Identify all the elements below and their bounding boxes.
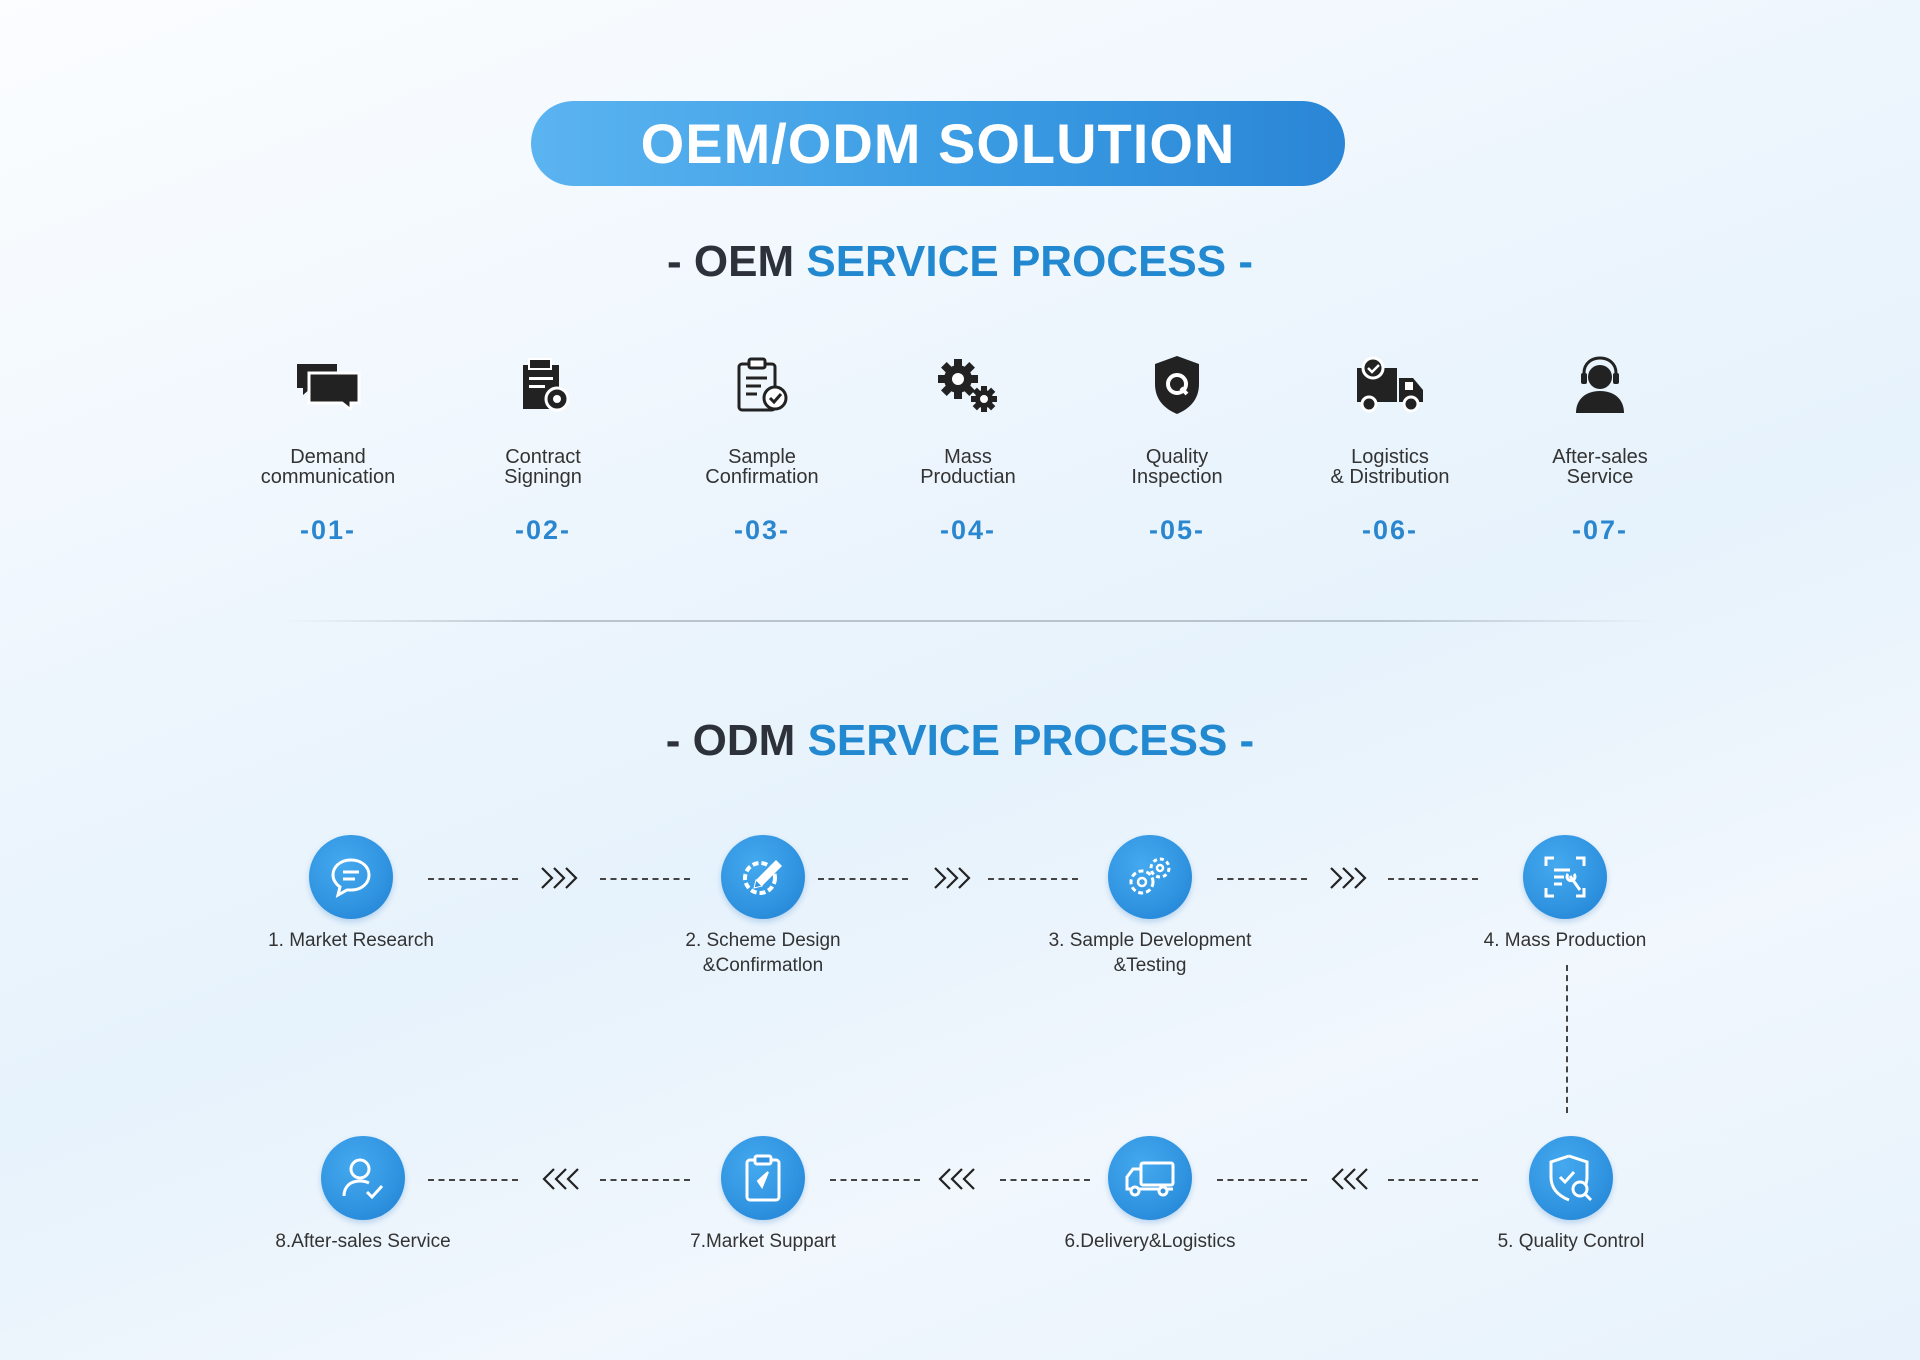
- odm-step-label: 3. Sample Development &Testing: [1048, 930, 1252, 976]
- pencil-gear-icon: [721, 835, 805, 919]
- oem-step-label: Mass Productian: [920, 446, 1016, 488]
- truck-check-icon: [1290, 345, 1490, 425]
- chevrons-left-icon: [542, 1168, 579, 1190]
- oem-step-number: -04-: [939, 515, 996, 545]
- odm-step-label: 4. Mass Production: [1483, 930, 1647, 951]
- odm-step-1: [309, 835, 393, 919]
- vertical-dashed-connector: [1566, 965, 1568, 1113]
- oem-step-label: Contract Signingn: [504, 446, 582, 488]
- odm-step-2: [721, 835, 805, 919]
- oem-step-label: Demand communication: [260, 446, 396, 488]
- section-divider: [280, 620, 1660, 622]
- oem-step-01: Demand communication -01-: [228, 345, 428, 546]
- odm-step-label: 2. Scheme Design &Confirmatlon: [685, 930, 841, 976]
- dashed-connector: [600, 1179, 690, 1181]
- oem-section-heading: - OEM SERVICE PROCESS -: [0, 237, 1920, 287]
- oem-step-number: -06-: [1361, 515, 1418, 545]
- chevrons-left-icon: [1331, 1168, 1368, 1190]
- odm-step-7: [721, 1136, 805, 1220]
- shield-q-icon: [1077, 345, 1277, 425]
- odm-step-3: [1108, 835, 1192, 919]
- oem-step-number: -01-: [299, 515, 356, 545]
- oem-step-03: Sample Confirmation -03-: [662, 345, 862, 546]
- odm-step-4: [1523, 835, 1607, 919]
- gears-icon: [868, 345, 1068, 425]
- clipboard-compass-icon: [721, 1136, 805, 1220]
- dashed-connector: [1000, 1179, 1090, 1181]
- odm-heading-prefix: - ODM: [665, 716, 808, 765]
- chevrons-right-icon: [1330, 867, 1367, 889]
- dashed-connector: [818, 878, 908, 880]
- odm-step-label: 5. Quality Control: [1497, 1231, 1645, 1252]
- contract-document-icon: [443, 345, 643, 425]
- oem-step-number: -07-: [1571, 515, 1628, 545]
- odm-step-label: 6.Delivery&Logistics: [1064, 1231, 1236, 1252]
- dashed-connector: [428, 1179, 518, 1181]
- dashed-connector: [988, 878, 1078, 880]
- dashed-connector: [1388, 878, 1478, 880]
- oem-step-04: Mass Productian -04-: [868, 345, 1068, 546]
- title-banner: OEM/ODM SOLUTION: [531, 101, 1345, 186]
- dashed-connector: [1388, 1179, 1478, 1181]
- oem-step-label: Quality Inspection: [1131, 446, 1223, 488]
- oem-step-label: Logistics & Distribution: [1330, 446, 1450, 488]
- chevrons-right-icon: [934, 867, 971, 889]
- dashed-connector: [600, 878, 690, 880]
- shield-search-icon: [1529, 1136, 1613, 1220]
- oem-step-02: Contract Signingn -02-: [443, 345, 643, 546]
- oem-heading-accent: SERVICE PROCESS -: [806, 237, 1253, 286]
- chevrons-right-icon: [541, 867, 578, 889]
- clipboard-check-icon: [662, 345, 862, 425]
- odm-heading-accent: SERVICE PROCESS -: [807, 716, 1255, 765]
- page-title: OEM/ODM SOLUTION: [640, 112, 1236, 175]
- chat-bubble-icon: [309, 835, 393, 919]
- oem-step-number: -05-: [1148, 515, 1205, 545]
- chevrons-left-icon: [938, 1168, 975, 1190]
- scan-wrench-icon: [1523, 835, 1607, 919]
- odm-step-label: 1. Market Research: [268, 930, 434, 951]
- odm-step-6: [1108, 1136, 1192, 1220]
- odm-step-label: 8.After-sales Service: [275, 1231, 451, 1252]
- odm-step-label: 7.Market Suppart: [690, 1231, 836, 1252]
- truck-icon: [1108, 1136, 1192, 1220]
- gears-icon: [1108, 835, 1192, 919]
- oem-step-05: Quality Inspection -05-: [1077, 345, 1277, 546]
- oem-step-label: After-sales Service: [1552, 446, 1648, 488]
- odm-section-heading: - ODM SERVICE PROCESS -: [0, 716, 1920, 766]
- oem-step-06: Logistics & Distribution -06-: [1290, 345, 1490, 546]
- oem-step-number: -03-: [733, 515, 790, 545]
- dashed-connector: [830, 1179, 920, 1181]
- oem-step-label: Sample Confirmation: [705, 446, 819, 488]
- chat-bubbles-icon: [228, 345, 428, 425]
- odm-step-5: [1529, 1136, 1613, 1220]
- odm-step-8: [321, 1136, 405, 1220]
- oem-step-07: After-sales Service -07-: [1500, 345, 1700, 546]
- oem-step-number: -02-: [514, 515, 571, 545]
- oem-heading-prefix: - OEM: [667, 237, 807, 286]
- dashed-connector: [1217, 1179, 1307, 1181]
- headset-agent-icon: [1500, 345, 1700, 425]
- dashed-connector: [1217, 878, 1307, 880]
- user-check-icon: [321, 1136, 405, 1220]
- dashed-connector: [428, 878, 518, 880]
